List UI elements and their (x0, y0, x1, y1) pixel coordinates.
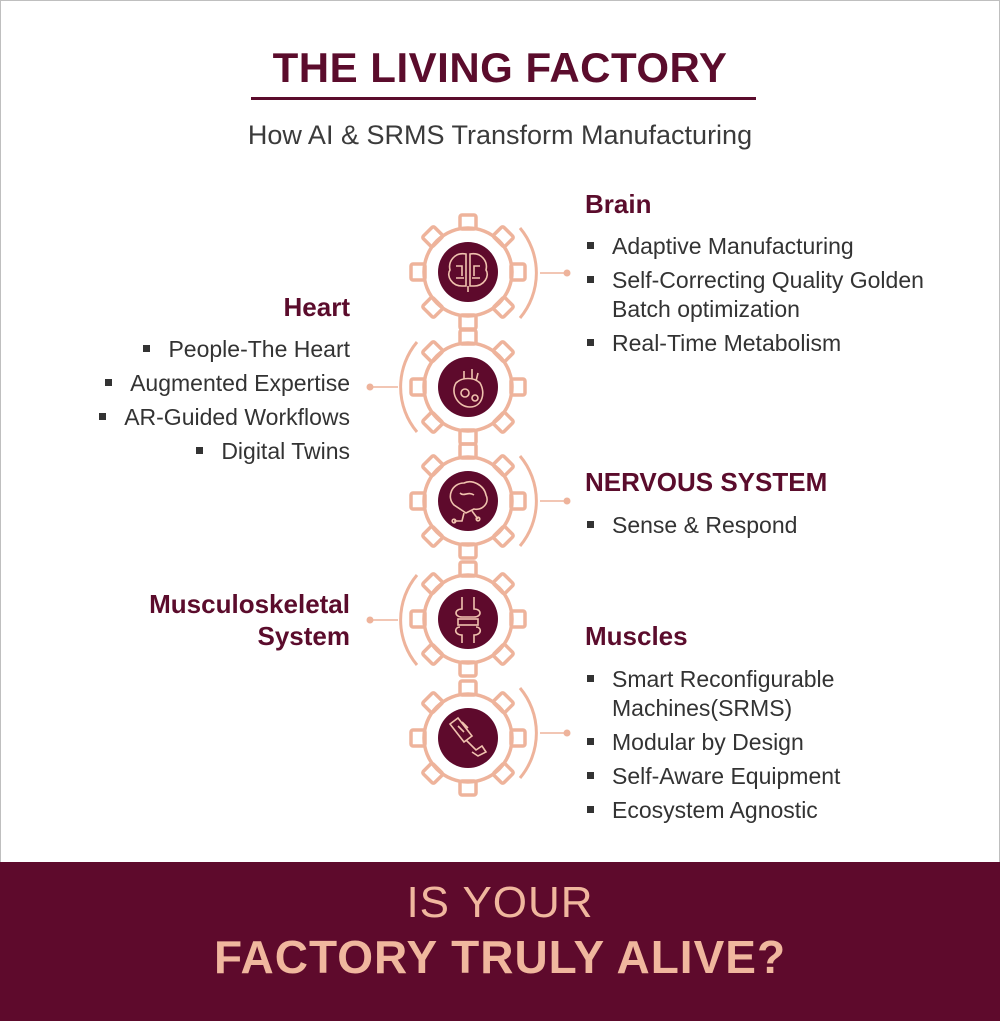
list-item: Smart Reconfigurable Machines(SRMS) (585, 665, 925, 723)
brain-list: Adaptive Manufacturing Self-Correcting Q… (585, 232, 985, 363)
brain-heading: Brain (585, 189, 652, 219)
list-item: Ecosystem Agnostic (585, 796, 925, 825)
list-item: AR-Guided Workflows (20, 403, 350, 432)
banner-line-2: FACTORY TRULY ALIVE? (213, 931, 787, 983)
list-item: Real-Time Metabolism (585, 329, 985, 358)
knee-joint-icon (409, 560, 527, 678)
brain-circuit-icon (409, 213, 527, 331)
nervous-list: Sense & Respond (585, 511, 985, 545)
list-item: People-The Heart (20, 335, 350, 364)
list-item: Augmented Expertise (20, 369, 350, 398)
list-item: Sense & Respond (585, 511, 985, 540)
page-subtitle: How AI & SRMS Transform Manufacturing (247, 120, 753, 150)
heart-heading: Heart (283, 292, 350, 322)
musculoskeletal-heading-line2: System (257, 621, 351, 651)
muscles-heading: Muscles (585, 621, 688, 651)
banner-line-1: IS YOUR (406, 878, 594, 927)
page-title: THE LIVING FACTORY (272, 44, 728, 91)
musculoskeletal-heading-line1: Musculoskeletal (149, 589, 350, 619)
list-item: Self-Aware Equipment (585, 762, 925, 791)
brain-network-icon (409, 442, 527, 560)
cta-banner (0, 862, 1000, 1021)
heart-list: People-The Heart Augmented Expertise AR-… (20, 335, 350, 471)
list-item: Self-Correcting Quality Golden Batch opt… (585, 266, 985, 324)
muscles-list: Smart Reconfigurable Machines(SRMS) Modu… (585, 665, 925, 830)
robotic-arm-icon (409, 679, 527, 797)
musculoskeletal-heading: Musculoskeletal System (60, 588, 350, 652)
heart-gear-icon (409, 328, 527, 446)
list-item: Adaptive Manufacturing (585, 232, 985, 261)
nervous-heading: NERVOUS SYSTEM (585, 467, 828, 497)
title-underline (251, 97, 756, 100)
list-item: Modular by Design (585, 728, 925, 757)
list-item: Digital Twins (20, 437, 350, 466)
gear-chain (366, 213, 571, 797)
